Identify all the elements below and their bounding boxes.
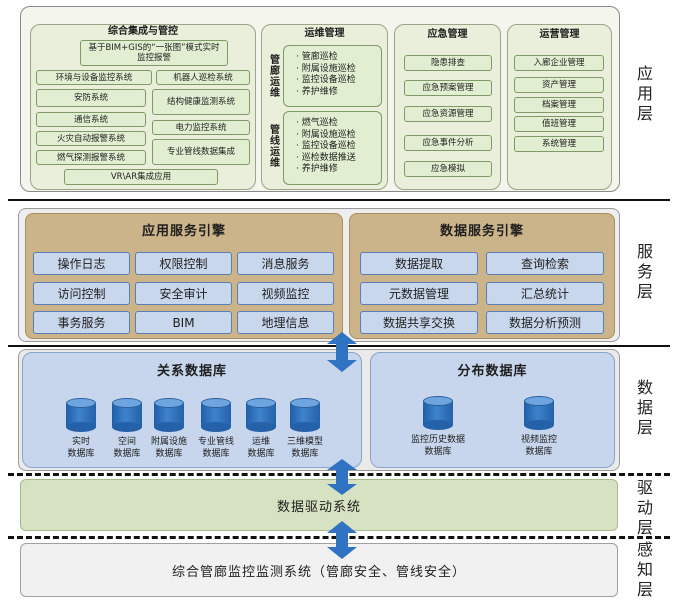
data-service-box: 汇总统计 bbox=[486, 282, 604, 305]
comm-box: 通信系统 bbox=[36, 112, 146, 127]
data-service-box: 元数据管理 bbox=[360, 282, 478, 305]
db-label: 附属设施数据库 bbox=[150, 437, 187, 459]
emergency-item: 应急预案管理 bbox=[404, 80, 492, 96]
data-service-box: 数据共享交换 bbox=[360, 311, 478, 334]
db-label: 实时数据库 bbox=[67, 437, 95, 459]
db-label: 三维模型数据库 bbox=[286, 437, 323, 459]
db-label: 运维数据库 bbox=[247, 437, 275, 459]
pipeline-om-item: · 养护维修 bbox=[296, 164, 338, 174]
app-service-box: 事务服务 bbox=[33, 311, 130, 334]
double-arrow-icon bbox=[327, 521, 357, 559]
layer-label-driver: 驱动层 bbox=[636, 478, 653, 537]
db-label: 视频监控数据库 bbox=[520, 435, 557, 457]
double-arrow-icon bbox=[327, 332, 357, 372]
database-cylinder-icon bbox=[423, 396, 453, 430]
separator-application-service bbox=[8, 199, 670, 201]
pipeline-data-box: 专业管线数据集成 bbox=[152, 139, 250, 165]
power-box: 电力监控系统 bbox=[152, 120, 250, 135]
database-cylinder-icon bbox=[201, 398, 231, 432]
app-service-box: 安全审计 bbox=[135, 282, 232, 305]
db-label: 空间数据库 bbox=[113, 437, 141, 459]
operation-item: 系统管理 bbox=[514, 136, 604, 152]
emergency-item: 隐患排查 bbox=[404, 55, 492, 71]
emergency-item: 应急事件分析 bbox=[404, 135, 492, 151]
operation-title: 运营管理 bbox=[539, 28, 580, 40]
sensing-label: 综合管廊监控监测系统（管廊安全、管线安全） bbox=[171, 564, 466, 580]
layer-label-sensing: 感知层 bbox=[636, 540, 653, 599]
operation-item: 资产管理 bbox=[514, 77, 604, 93]
pipeline-om-item: · 附属设施巡检 bbox=[296, 129, 356, 140]
structural-box: 结构健康监测系统 bbox=[152, 89, 250, 115]
data-service-box: 数据提取 bbox=[360, 252, 478, 275]
app-service-box: 地理信息 bbox=[237, 311, 334, 334]
app-service-box: BIM bbox=[135, 311, 232, 334]
app-engine-title: 应用服务引擎 bbox=[141, 223, 226, 239]
om-title: 运维管理 bbox=[304, 27, 345, 39]
pipeline-om-item: · 巡检数据推送 bbox=[296, 152, 356, 163]
emergency-item: 应急资源管理 bbox=[404, 106, 492, 122]
corridor-om-item: · 监控设备巡检 bbox=[296, 75, 356, 85]
app-service-box: 访问控制 bbox=[33, 282, 130, 305]
emergency-item: 应急模拟 bbox=[404, 161, 492, 177]
env-monitor-box: 环境与设备监控系统 bbox=[36, 70, 152, 85]
pipeline-om-list: · 燃气巡检 · 附属设施巡检 · 监控设备巡检 · 巡检数据推送 · 养护维修 bbox=[283, 111, 382, 185]
distributed-db-panel bbox=[370, 352, 615, 468]
database-cylinder-icon bbox=[112, 398, 142, 432]
data-engine-title: 数据服务引擎 bbox=[439, 223, 524, 239]
fire-box: 火灾自动报警系统 bbox=[36, 131, 146, 146]
database-cylinder-icon bbox=[524, 396, 554, 430]
gas-box: 燃气探测报警系统 bbox=[36, 150, 146, 165]
database-cylinder-icon bbox=[246, 398, 276, 432]
operation-item: 档案管理 bbox=[514, 97, 604, 113]
database-cylinder-icon bbox=[290, 398, 320, 432]
security-box: 安防系统 bbox=[36, 89, 146, 107]
data-service-box: 查询检索 bbox=[486, 252, 604, 275]
layer-label-service: 服务层 bbox=[636, 242, 653, 301]
corridor-om-item: · 养护维修 bbox=[296, 86, 338, 97]
app-service-box: 消息服务 bbox=[237, 252, 334, 275]
sensing-bar: 综合管廊监控监测系统（管廊安全、管线安全） bbox=[20, 543, 618, 597]
app-service-box: 权限控制 bbox=[135, 252, 232, 275]
robot-box: 机器人巡检系统 bbox=[156, 70, 250, 85]
distributed-db-title: 分布数据库 bbox=[457, 363, 528, 379]
data-driver-bar: 数据驱动系统 bbox=[20, 479, 618, 531]
corridor-om-item: · 管廊巡检 bbox=[296, 52, 338, 62]
pipeline-om-item: · 监控设备巡检 bbox=[296, 141, 356, 151]
operation-item: 入廊企业管理 bbox=[514, 55, 604, 71]
app-service-box: 视频监控 bbox=[237, 282, 334, 305]
vr-ar-box: VR\AR集成应用 bbox=[64, 169, 218, 185]
relational-db-title: 关系数据库 bbox=[156, 363, 227, 379]
data-driver-label: 数据驱动系统 bbox=[276, 499, 361, 515]
emergency-title: 应急管理 bbox=[427, 28, 468, 40]
data-service-box: 数据分析预测 bbox=[486, 311, 604, 334]
layer-label-data: 数据层 bbox=[636, 378, 653, 437]
db-label: 监控历史数据数据库 bbox=[410, 435, 465, 457]
database-cylinder-icon bbox=[66, 398, 96, 432]
integration-title: 综合集成与管控 bbox=[108, 25, 178, 37]
corridor-om-item: · 附属设施巡检 bbox=[296, 63, 356, 74]
pipeline-om-label: 管线运维 bbox=[267, 124, 279, 168]
corridor-om-list: · 管廊巡检 · 附属设施巡检 · 监控设备巡检 · 养护维修 bbox=[283, 45, 382, 107]
operation-item: 值班管理 bbox=[514, 116, 604, 132]
double-arrow-icon bbox=[327, 459, 357, 495]
corridor-om-label: 管廊运维 bbox=[267, 54, 279, 98]
db-label: 专业管线数据库 bbox=[197, 437, 234, 459]
bim-gis-box: 基于BIM+GIS的“一张图”模式实时监控报警 bbox=[80, 40, 228, 66]
app-service-box: 操作日志 bbox=[33, 252, 130, 275]
layer-label-application: 应用层 bbox=[636, 64, 653, 123]
pipeline-om-item: · 燃气巡检 bbox=[296, 118, 338, 128]
database-cylinder-icon bbox=[154, 398, 184, 432]
